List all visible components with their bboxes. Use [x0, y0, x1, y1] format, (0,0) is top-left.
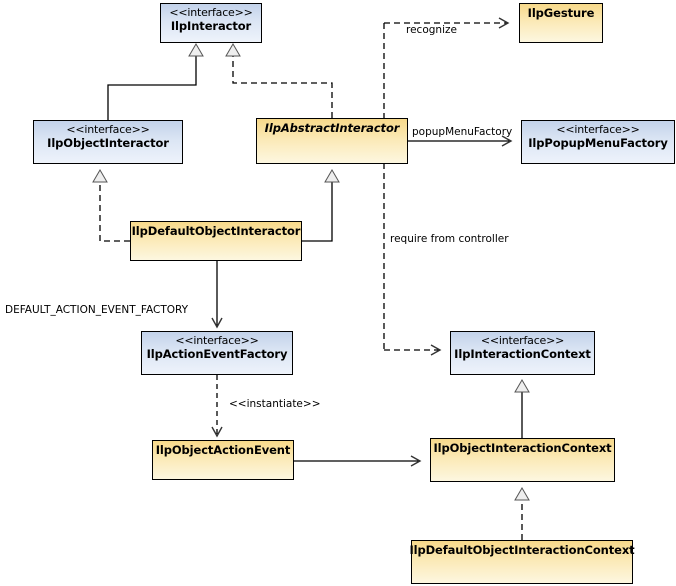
node-title: IlpObjectInteractor: [47, 135, 169, 150]
node-stereotype: <<interface>>: [556, 123, 640, 136]
node-ilp-abstract-interactor[interactable]: IlpAbstractInteractor: [256, 118, 408, 164]
node-ilp-interactor[interactable]: <<interface>> IlpInteractor: [160, 3, 262, 43]
edge-objectcontext-implements-interactioncontext: [514, 379, 530, 438]
node-title: IlpDefaultObjectInteractionContext: [409, 543, 635, 557]
edge-defaultcontext-realizes-objectcontext: [514, 487, 530, 540]
node-title: IlpGesture: [527, 6, 595, 20]
edge-default-realizes-objectinteractor: [92, 169, 130, 242]
node-ilp-action-event-factory[interactable]: <<interface>> IlpActionEventFactory: [141, 331, 293, 375]
node-title: IlpObjectActionEvent: [155, 443, 291, 457]
node-stereotype: <<interface>>: [169, 6, 253, 19]
node-ilp-object-interactor[interactable]: <<interface>> IlpObjectInteractor: [33, 120, 183, 164]
node-ilp-object-interaction-context[interactable]: IlpObjectInteractionContext: [430, 438, 615, 482]
node-ilp-popup-menu-factory[interactable]: <<interface>> IlpPopupMenuFactory: [521, 120, 675, 164]
edge-abstractinteractor-recognize-gesture: [383, 17, 510, 350]
node-title: IlpActionEventFactory: [146, 346, 288, 361]
node-title: IlpInteractionContext: [454, 346, 591, 361]
node-title: IlpObjectInteractionContext: [433, 441, 612, 455]
edge-label-instantiate: <<instantiate>>: [229, 398, 321, 410]
node-ilp-default-object-interaction-context[interactable]: IlpDefaultObjectInteractionContext: [409, 540, 635, 584]
edge-label-recognize: recognize: [406, 24, 457, 36]
node-title: IlpPopupMenuFactory: [528, 135, 668, 150]
node-title: IlpAbstractInteractor: [264, 121, 400, 135]
edge-label-popup-menu-factory: popupMenuFactory: [412, 126, 513, 138]
edge-default-extends-abstractinteractor: [302, 169, 340, 242]
node-ilp-gesture[interactable]: IlpGesture: [519, 3, 603, 43]
node-stereotype: <<interface>>: [175, 334, 259, 347]
node-ilp-interaction-context[interactable]: <<interface>> IlpInteractionContext: [450, 331, 595, 375]
node-stereotype: <<interface>>: [480, 334, 565, 347]
node-title: IlpDefaultObjectInteractor: [131, 224, 301, 238]
edge-abstractinteractor-realizes-interactor: [225, 43, 333, 118]
node-stereotype: <<interface>>: [66, 123, 150, 136]
edge-label-require-from-controller: require from controller: [390, 233, 509, 245]
edge-objectinteractor-implements-interactor: [107, 43, 204, 120]
node-ilp-default-object-interactor[interactable]: IlpDefaultObjectInteractor: [130, 221, 302, 261]
node-title: IlpInteractor: [170, 18, 252, 33]
edge-label-default-action-event-factory: DEFAULT_ACTION_EVENT_FACTORY: [5, 304, 189, 316]
node-ilp-object-action-event[interactable]: IlpObjectActionEvent: [152, 440, 294, 480]
